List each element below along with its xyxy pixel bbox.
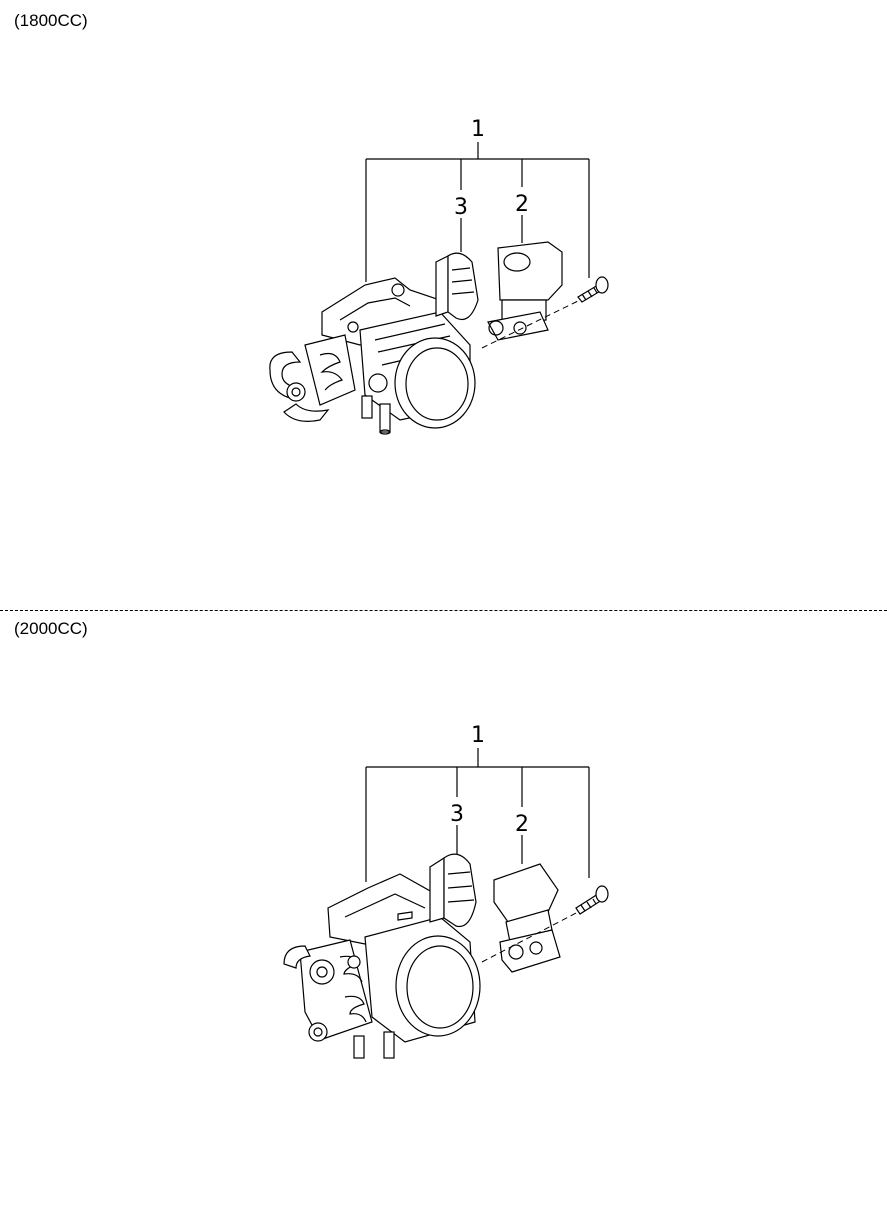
callout-leaders — [365, 748, 590, 882]
callout-leaders — [365, 142, 590, 282]
idle-speed-control-valve — [487, 241, 563, 341]
throttle-body-assembly — [269, 277, 476, 435]
callout-2: 2 — [515, 812, 529, 837]
idle-speed-control-valve — [493, 863, 561, 973]
diagram-section-1800cc: (1800CC) 1 3 2 — [14, 11, 609, 435]
throttle-position-sensor — [429, 853, 477, 928]
section-divider — [0, 610, 887, 611]
callout-1: 1 — [471, 723, 485, 748]
section-caption: (2000CC) — [14, 619, 88, 638]
callout-3: 3 — [450, 802, 464, 827]
throttle-body-diagram-2000cc: 1 3 2 — [283, 723, 609, 1059]
throttle-position-sensor — [435, 252, 479, 321]
screw — [575, 885, 609, 915]
alignment-line — [481, 299, 581, 349]
diagram-section-2000cc: (2000CC) 1 3 2 — [0, 612, 887, 1212]
callout-2: 2 — [515, 192, 529, 217]
callout-3: 3 — [454, 195, 468, 220]
throttle-body-diagram-1800cc: 1 3 2 — [269, 117, 609, 435]
throttle-body-assembly — [283, 873, 481, 1059]
alignment-line — [481, 911, 579, 963]
callout-1: 1 — [471, 117, 485, 142]
section-caption: (1800CC) — [14, 11, 88, 30]
screw — [577, 276, 609, 303]
